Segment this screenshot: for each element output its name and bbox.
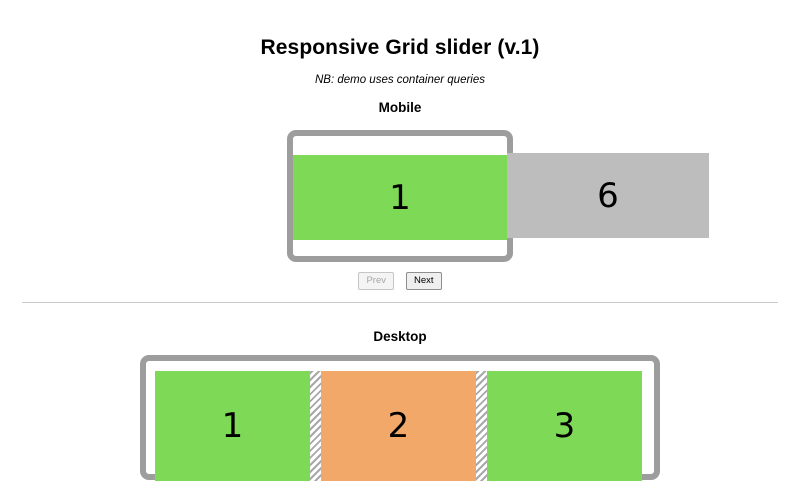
desktop-slide[interactable]: 3: [487, 371, 642, 481]
mobile-slide[interactable]: 1: [293, 155, 507, 240]
page-title: Responsive Grid slider (v.1): [260, 36, 540, 59]
page-note: NB: demo uses container queries: [314, 74, 486, 86]
mobile-section-heading: Mobile: [378, 100, 422, 115]
desktop-slide[interactable]: 1: [155, 371, 310, 481]
desktop-slide[interactable]: 2: [321, 371, 476, 481]
section-divider: [22, 302, 778, 303]
mobile-slider-nav: Prev Next: [0, 272, 800, 290]
desktop-slider-track[interactable]: 1 2 3: [155, 371, 643, 481]
prev-button[interactable]: Prev: [358, 272, 394, 290]
next-button[interactable]: Next: [406, 272, 442, 290]
desktop-slide-gutter: [476, 371, 487, 481]
desktop-section-heading: Desktop: [373, 329, 427, 344]
mobile-slider-track[interactable]: 1 6: [293, 153, 715, 240]
mobile-slide[interactable]: 6: [507, 153, 709, 238]
desktop-slide-gutter: [310, 371, 321, 481]
